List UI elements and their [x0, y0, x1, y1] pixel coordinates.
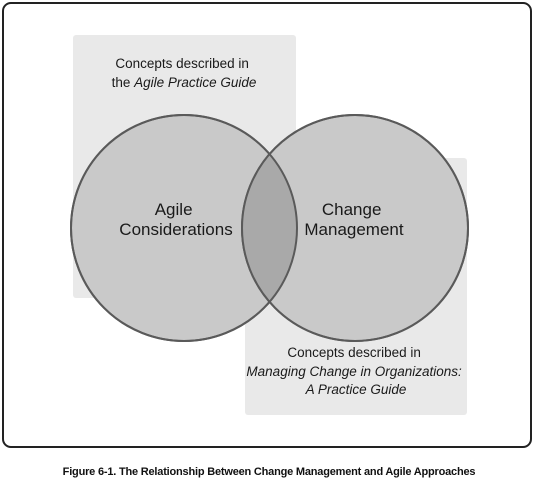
- bottom-box-text: Concepts described in Managing Change in…: [246, 345, 465, 397]
- change-management-label: Change Management: [304, 200, 404, 239]
- figure-caption: Figure 6-1. The Relationship Between Cha…: [62, 466, 476, 478]
- top-box-text: Concepts described in the Agile Practice…: [112, 56, 257, 90]
- agile-circle-outline: [70, 114, 298, 342]
- agile-considerations-label: Agile Considerations: [119, 200, 232, 239]
- change-circle-outline: [241, 114, 469, 342]
